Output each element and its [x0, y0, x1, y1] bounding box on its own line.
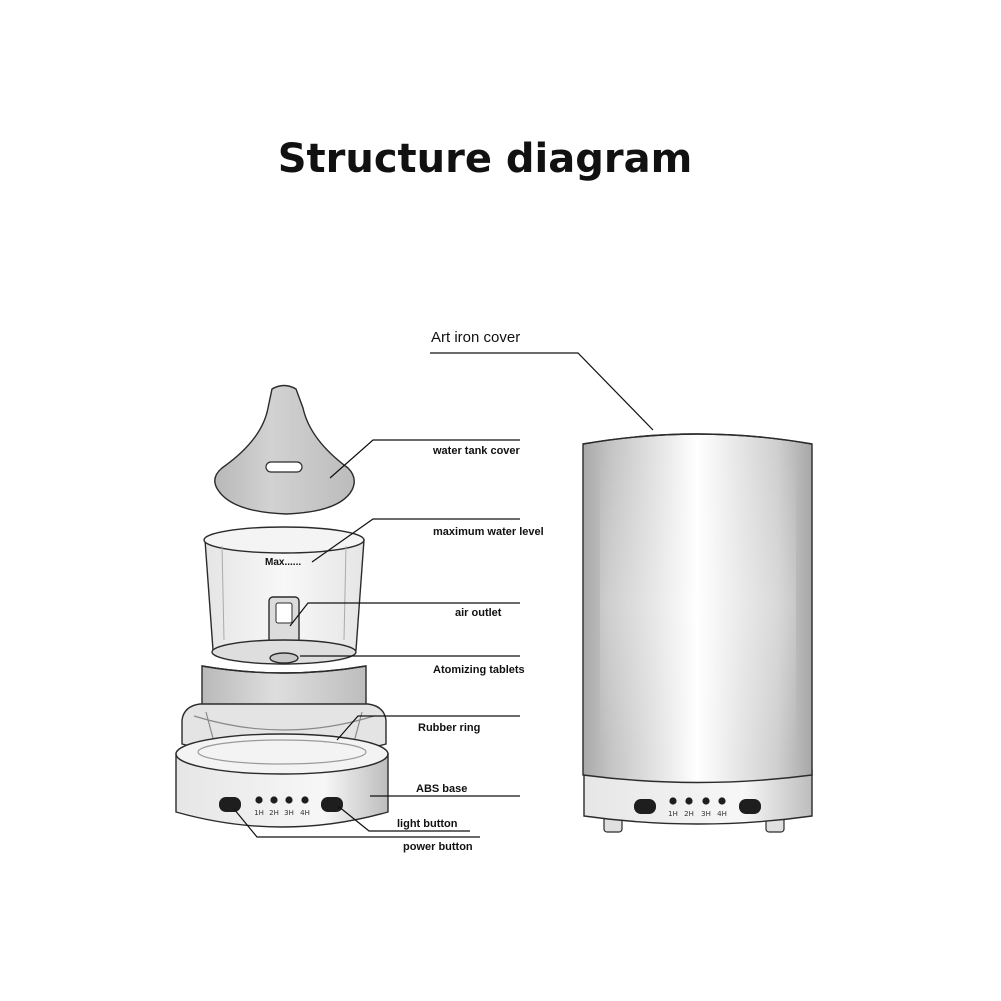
leader-water-tank-cover	[329, 439, 520, 479]
exploded-humidifier: 1H 2H 3H 4H Max......	[175, 384, 389, 828]
atomizing-tablets-label: Atomizing tablets	[433, 664, 525, 676]
air-outlet-label: air outlet	[455, 607, 502, 619]
assembled-humidifier: 1H 2H 3H 4H	[582, 433, 813, 833]
max-mark-label: Max......	[265, 557, 301, 568]
callouts: water tank cover maximum water level air…	[233, 329, 654, 853]
leader-air-outlet	[289, 602, 520, 627]
water-tank-part	[203, 526, 365, 665]
art-iron-cover-label: Art iron cover	[431, 329, 520, 346]
abs-base-part: 1H 2H 3H 4H	[175, 733, 389, 828]
rubber-ring-label: Rubber ring	[418, 722, 480, 734]
light-button-label: light button	[397, 818, 458, 830]
leader-art-iron-cover	[430, 352, 654, 431]
timer-label-2h: 2H	[269, 809, 279, 817]
page-title: Structure diagram	[278, 136, 693, 182]
leader-power-button	[233, 808, 480, 838]
assembled-timer-label-2h: 2H	[684, 810, 694, 818]
timer-label-1h: 1H	[254, 809, 264, 817]
assembled-timer-label-4h: 4H	[717, 810, 727, 818]
maximum-water-level-label: maximum water level	[433, 526, 544, 538]
abs-base-label: ABS base	[416, 783, 467, 795]
power-button-label: power button	[403, 841, 473, 853]
leader-light-button	[337, 805, 470, 832]
leader-rubber-ring	[336, 715, 520, 741]
water-tank-cover-part	[214, 384, 355, 515]
water-tank-cover-label: water tank cover	[432, 445, 521, 457]
assembled-timer-label-1h: 1H	[668, 810, 678, 818]
assembled-timer-label-3h: 3H	[701, 810, 711, 818]
leader-maximum-water-level	[311, 518, 520, 563]
timer-label-3h: 3H	[284, 809, 294, 817]
timer-label-4h: 4H	[300, 809, 310, 817]
